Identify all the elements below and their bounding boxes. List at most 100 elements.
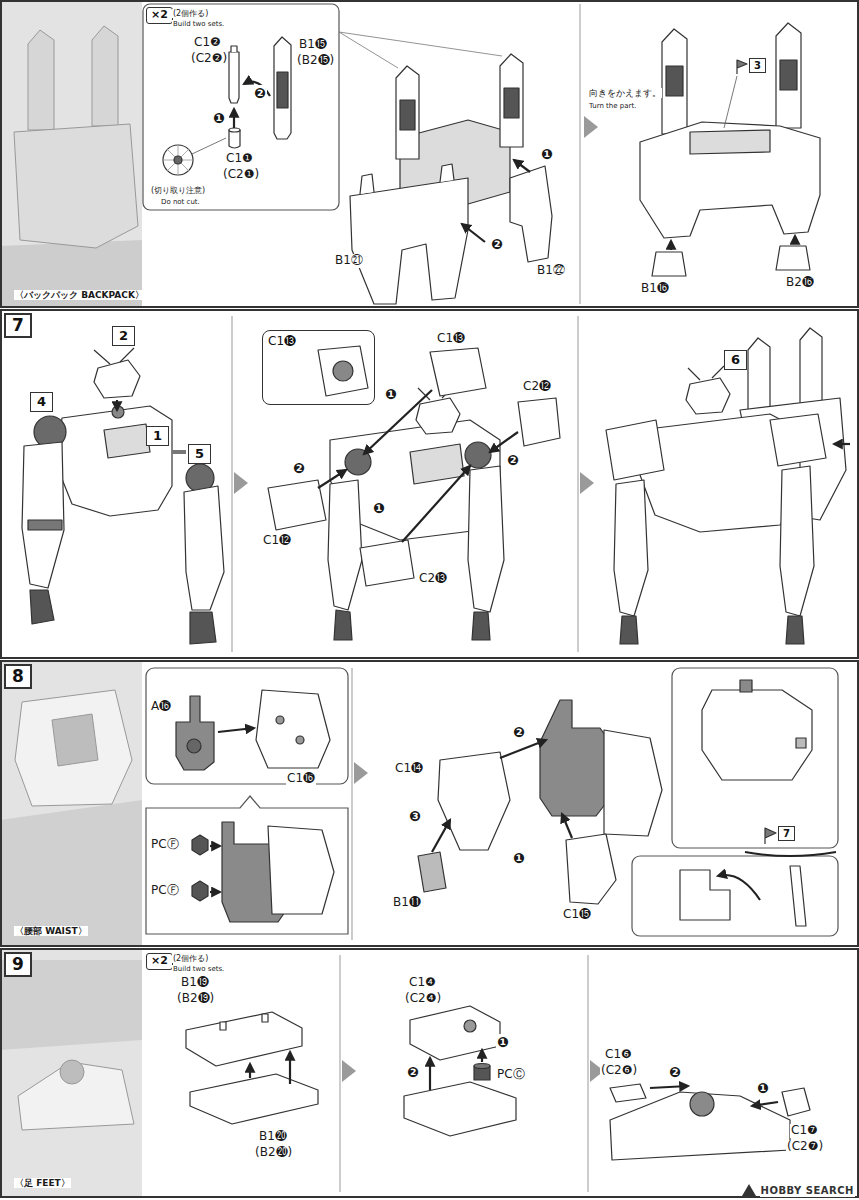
part-drawing — [220, 1014, 268, 1030]
part-number: C1❷ — [193, 36, 222, 50]
assembly-arrow — [289, 1052, 291, 1084]
assembly-arrow — [752, 1102, 778, 1106]
part-drawing — [231, 46, 237, 52]
node-text: C1⓭ — [267, 335, 297, 348]
step-number-box: 7 — [4, 313, 32, 338]
sub-step-frame — [339, 32, 502, 68]
section-heading: 〈腰部 WAIST〉 — [14, 926, 88, 936]
part-number: B1⓫ — [392, 896, 422, 910]
note-text: Build two sets. — [172, 965, 225, 973]
part-drawing — [770, 414, 826, 466]
sticker-number-box: 3 — [749, 58, 766, 73]
part-drawing — [30, 590, 54, 624]
note-text: Build two sets. — [172, 20, 225, 28]
step-arrow — [580, 472, 594, 494]
panel-frame — [1, 310, 858, 658]
step-arrow — [354, 762, 368, 784]
part-drawing — [438, 752, 510, 850]
assembly-arrow — [490, 432, 518, 452]
step-number-box: 9 — [4, 952, 32, 977]
assembly-arrow — [249, 1064, 251, 1078]
part-drawing — [410, 444, 464, 484]
part-drawing — [614, 480, 648, 616]
part-drawing — [410, 1006, 500, 1060]
note-text: Do not cut. — [160, 198, 201, 206]
part-number: C2⓬ — [522, 380, 552, 394]
sub-step-frame — [672, 668, 838, 848]
assembly-arrow — [794, 236, 796, 244]
part-number: C2⓭ — [418, 572, 448, 586]
node-text: ×2 — [151, 955, 168, 967]
callout-box: 2 — [112, 326, 135, 346]
note-text: Turn the part. — [588, 102, 637, 110]
assembly-arrow — [670, 241, 672, 250]
assembly-arrow — [718, 875, 760, 900]
part-drawing — [610, 1092, 790, 1160]
assembly-arrow — [462, 224, 485, 242]
assembly-arrow — [210, 891, 220, 893]
part-drawing — [163, 145, 193, 175]
order-number: ❷ — [490, 236, 504, 252]
order-number: ❷ — [292, 460, 306, 476]
divider-line — [588, 955, 589, 1192]
part-number: C1❶ — [225, 152, 254, 166]
part-number: B1㉑ — [334, 254, 364, 268]
node-text: 8 — [12, 667, 24, 686]
part-drawing — [268, 826, 334, 914]
part-number: (C2❹) — [404, 992, 442, 1006]
node-text: 4 — [37, 395, 46, 409]
part-drawing — [192, 138, 226, 154]
part-number: B1⓳ — [180, 976, 210, 990]
thumbnail-render — [0, 2, 142, 1196]
section-heading: 〈バックパック BACKPACK〉 — [14, 290, 145, 300]
callout-box: 6 — [724, 350, 747, 370]
assembly-arrow — [402, 466, 470, 542]
part-drawing — [765, 828, 776, 844]
inset-box: C1⓭ — [262, 330, 375, 405]
part-drawing — [610, 1084, 646, 1102]
part-drawing — [94, 348, 134, 364]
step-arrow — [234, 116, 604, 1082]
part-drawing — [690, 1092, 714, 1116]
part-number: B1⓴ — [258, 1130, 288, 1144]
thumbnail-render — [0, 800, 142, 945]
part-drawing — [163, 145, 193, 175]
step-arrow — [342, 1060, 356, 1082]
part-drawing — [690, 130, 770, 154]
part-drawing — [22, 442, 64, 588]
part-drawing — [184, 486, 224, 610]
divider-line — [578, 316, 579, 652]
order-number: ❶ — [496, 1034, 510, 1050]
order-number: ❷ — [253, 85, 267, 101]
part-drawing — [640, 122, 820, 238]
part-drawing — [22, 23, 846, 1196]
part-number: C1⓮ — [394, 762, 424, 776]
part-drawing — [328, 480, 362, 610]
part-drawing — [400, 88, 519, 130]
part-drawing — [345, 449, 371, 475]
part-drawing — [796, 738, 806, 748]
part-drawing — [274, 37, 291, 139]
part-number: (B2⓴) — [254, 1146, 293, 1160]
assembly-arrow — [562, 814, 572, 838]
part-drawing — [540, 700, 610, 816]
part-number: B1㉒ — [536, 264, 566, 278]
sub-step-frame — [146, 796, 348, 934]
part-drawing — [360, 540, 414, 586]
order-number: ❶ — [756, 1080, 770, 1096]
note-text: (2個作る) — [172, 954, 209, 963]
part-drawing — [680, 870, 730, 920]
part-drawing — [190, 1074, 318, 1124]
part-drawing — [187, 739, 201, 753]
thumbnail-render — [92, 26, 118, 126]
panel-frame — [1, 1, 858, 307]
part-drawing — [790, 866, 806, 926]
thumbnail-render — [60, 1060, 84, 1084]
callout-box: 5 — [188, 444, 211, 464]
part-drawing — [742, 1184, 756, 1196]
part-drawing — [465, 442, 491, 468]
